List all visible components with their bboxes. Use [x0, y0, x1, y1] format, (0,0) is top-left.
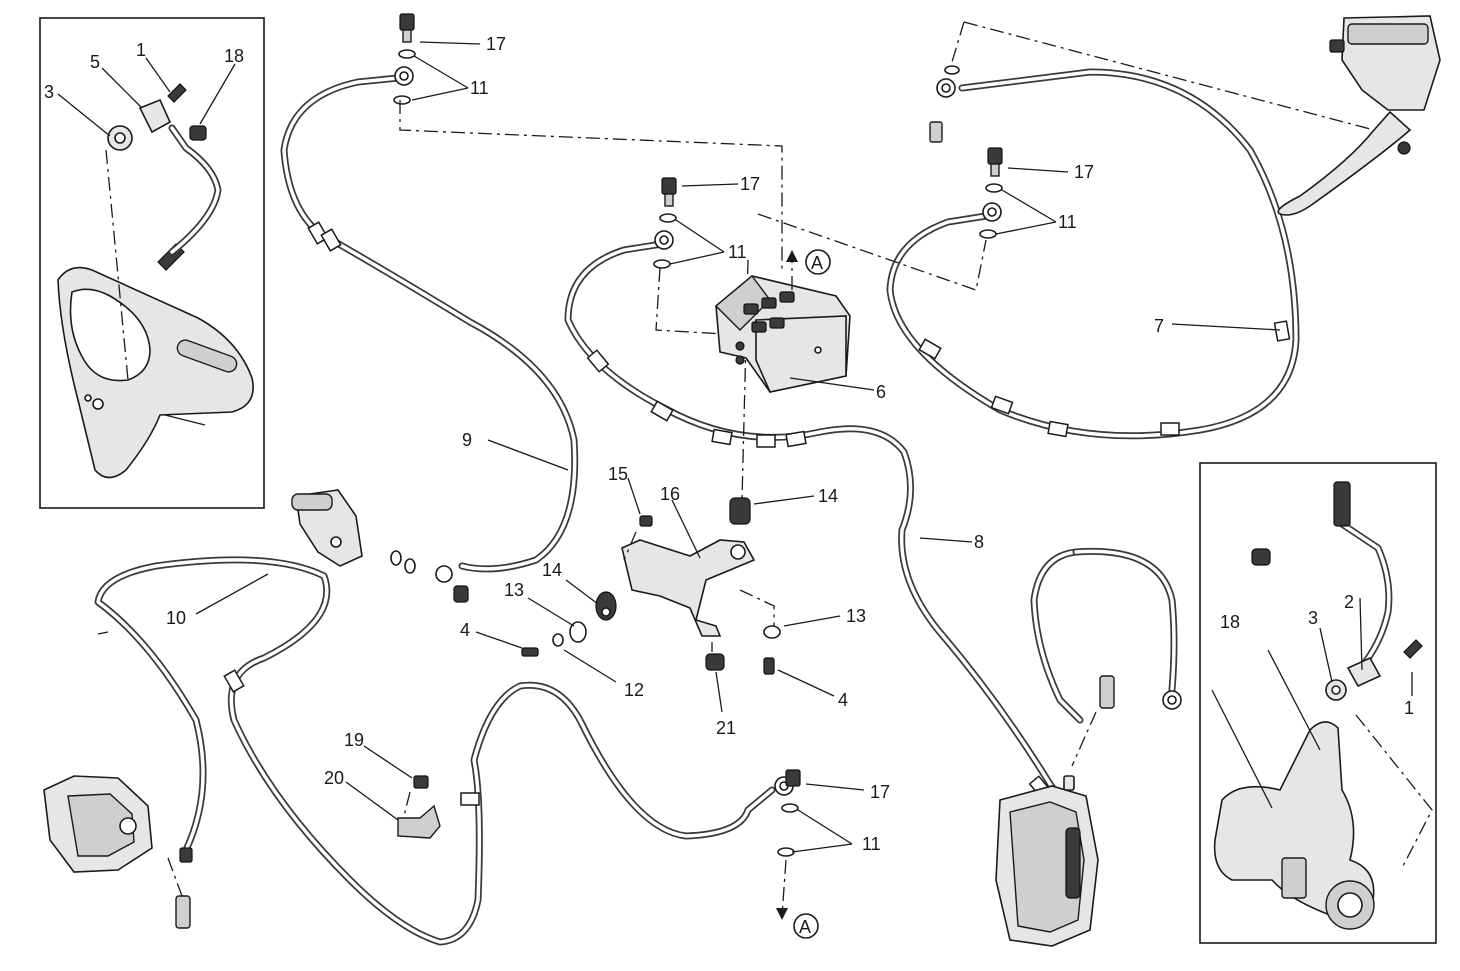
- ref-label: 5: [90, 52, 100, 72]
- ref-label: 14: [542, 560, 562, 580]
- brake-hoses: [94, 68, 1300, 946]
- ref-label: 16: [660, 484, 680, 504]
- ref-label: 18: [1220, 612, 1240, 632]
- ref-numbers: 17 11 17 11 17 11 7 6 9 8 15 16 14 14 13…: [166, 34, 1164, 854]
- ref-label: 17: [1074, 162, 1094, 182]
- connector-a-bottom: A: [799, 917, 811, 937]
- ref-label: 2: [1344, 592, 1354, 612]
- ref-label: 10: [166, 608, 186, 628]
- ref-label: 13: [504, 580, 524, 600]
- mount-bracket: [475, 477, 841, 713]
- ref-label: 6: [876, 382, 886, 402]
- ref-label: 8: [974, 532, 984, 552]
- ref-label: 19: [344, 730, 364, 750]
- front-caliper: [995, 675, 1115, 947]
- ref-label: 12: [624, 680, 644, 700]
- ref-label: 11: [728, 242, 747, 262]
- abs-modulator: A: [714, 249, 875, 393]
- ref-label: 11: [470, 78, 489, 98]
- inset-front-sensor: 2 3 1 18: [1199, 462, 1437, 944]
- ref-label: 17: [486, 34, 506, 54]
- ref-label: 3: [1308, 608, 1318, 628]
- inset-rear-sensor: 1 5 3 18: [39, 17, 265, 509]
- clip-18-left: [189, 125, 207, 141]
- ref-label: 20: [324, 768, 344, 788]
- ref-label: 4: [460, 620, 470, 640]
- ref-label: 11: [1058, 212, 1077, 232]
- ref-label: 15: [608, 464, 628, 484]
- rear-master-cylinder: [291, 489, 469, 603]
- rear-caliper: [43, 775, 193, 929]
- ref-label: 11: [862, 834, 881, 854]
- ref-label: 1: [1404, 698, 1414, 718]
- clip-18-right: [1251, 548, 1271, 566]
- ref-label: 21: [716, 718, 736, 738]
- ref-label: 17: [870, 782, 890, 802]
- bolts-and-washers: [393, 13, 1375, 917]
- ref-label: 3: [44, 82, 54, 102]
- ref-label: 4: [838, 690, 848, 710]
- hose-leaders: [195, 323, 1281, 615]
- brake-lever-assembly: [1277, 15, 1441, 216]
- ref-label: 7: [1154, 316, 1164, 336]
- rubber-mount-14-top: [729, 497, 751, 525]
- connector-a-bottom-group: A: [776, 908, 819, 939]
- ref-label: 1: [136, 40, 146, 60]
- ref-label: 17: [740, 174, 760, 194]
- connector-a-top: A: [811, 253, 823, 273]
- ref-label: 9: [462, 430, 472, 450]
- ref-label: 18: [224, 46, 244, 66]
- ref-label: 14: [818, 486, 838, 506]
- ref-label: 13: [846, 606, 866, 626]
- line-clip: [97, 631, 441, 839]
